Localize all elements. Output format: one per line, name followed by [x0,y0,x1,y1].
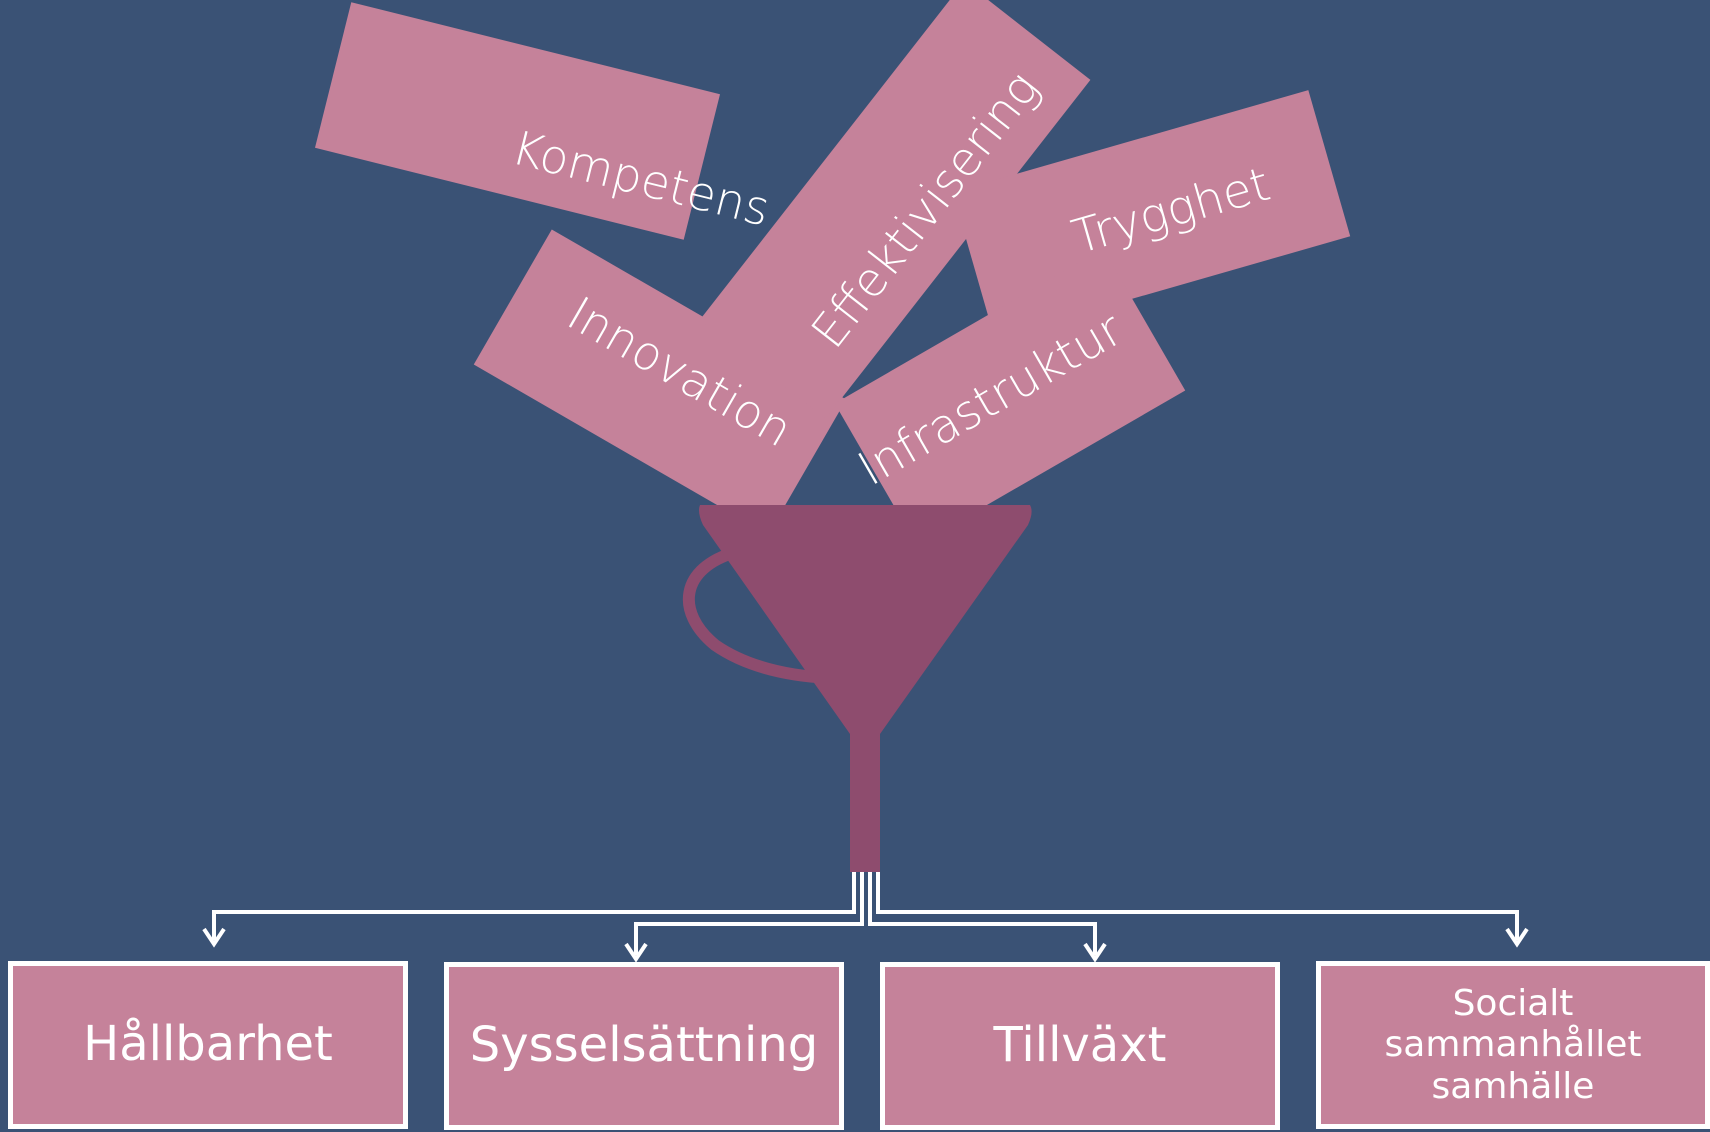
output-box-sysselsattning: Sysselsättning [444,962,844,1130]
connector-sysselsattning [634,872,864,955]
output-label-socialt: Socialt sammanhållet samhälle [1384,982,1642,1107]
arrowhead-sysselsattning [624,942,648,963]
connector-socialt [876,872,1519,940]
output-box-hallbarhet: Hållbarhet [8,961,408,1129]
output-box-tillvaxt: Tillväxt [880,962,1280,1130]
output-label-tillvaxt: Tillväxt [993,1017,1167,1074]
input-box-effektivisering [699,0,1091,419]
connector-lines [202,872,1529,963]
output-label-sysselsattning: Sysselsättning [469,1017,819,1074]
input-box-trygghet [952,90,1351,339]
input-box-infrastruktur [834,248,1186,546]
arrowhead-socialt [1505,927,1529,948]
output-label-hallbarhet: Hållbarhet [83,1016,333,1073]
connector-tillvaxt [868,872,1097,955]
input-box-innovation [473,229,847,535]
arrowhead-hallbarhet [202,927,226,948]
arrowhead-tillvaxt [1083,942,1107,963]
funnel-icon [682,505,1032,872]
connector-hallbarhet [212,872,856,940]
input-box-kompetens [314,2,720,240]
output-box-socialt: Socialt sammanhållet samhälle [1316,961,1710,1129]
